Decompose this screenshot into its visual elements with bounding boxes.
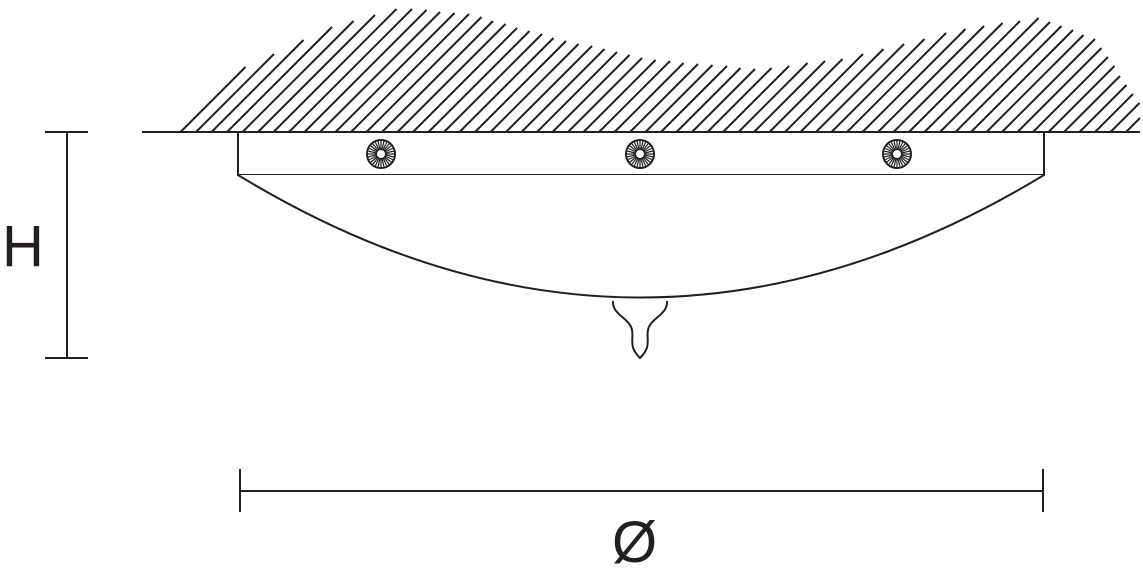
hatch-stroke [629,63,699,133]
hatch-stroke [582,59,657,133]
screw-icon [625,139,655,169]
hatch-stroke [970,29,1074,133]
hatch-stroke [815,43,905,133]
hatch-stroke [536,51,618,133]
hatch-stroke [257,14,376,133]
bowl-shade [237,174,1045,299]
hatch-stroke [1032,56,1109,133]
hatch-stroke [877,25,985,133]
ceiling-hatching [179,8,1141,133]
hatch-stroke [303,9,428,133]
hatch-stroke [830,38,926,133]
hatch-stroke [443,33,543,133]
hatch-stroke [551,54,631,133]
hatch-stroke [427,30,531,133]
hatch-stroke [520,48,606,133]
hatch-stroke [179,66,247,133]
hatch-stroke [396,23,507,133]
hatch-stroke [210,39,305,133]
diameter-label: Ø [612,510,658,575]
height-dimension [45,131,88,359]
hatch-stroke [753,60,826,133]
hatch-stroke [644,64,714,133]
hatch-stroke [675,67,742,133]
hatch-stroke [1094,93,1134,133]
hatch-stroke [706,67,773,133]
hatch-stroke [381,20,494,133]
hatch-stroke [799,48,885,133]
hatch-stroke [660,65,728,133]
hatch-stroke [613,62,685,133]
hatch-stroke [458,37,555,133]
hatch-stroke [1078,84,1128,133]
hatch-stroke [846,32,947,133]
hatch-stroke [1063,75,1121,133]
diameter-dimension [239,469,1044,512]
hatch-stroke [1047,65,1116,133]
hatch-stroke [474,40,567,133]
screw-icon [882,139,912,169]
height-label: H [2,214,44,279]
screw-group [366,139,912,169]
hatch-stroke [1001,38,1096,133]
hatch-stroke [908,20,1021,133]
hatch-stroke [598,60,671,133]
hatch-stroke [784,53,864,133]
hatch-stroke [412,27,518,133]
hatch-stroke [567,57,643,133]
hatch-stroke [288,8,413,133]
hatch-stroke [1109,102,1141,133]
drop-finial [611,300,669,360]
hatch-stroke [954,25,1063,133]
hatch-stroke [923,17,1040,133]
hatch-stroke [226,26,333,133]
hatch-stroke [892,22,1004,133]
hatch-stroke [768,58,844,133]
hatch-stroke [195,53,275,133]
hatch-stroke [350,13,470,133]
hatch-stroke [365,16,483,133]
hatch-stroke [489,43,580,133]
hatch-stroke [691,68,756,133]
hatch-stroke [861,28,967,133]
hatch-stroke [737,62,809,133]
hatch-stroke [985,34,1085,133]
hatch-stroke [505,45,593,133]
hatch-stroke [241,20,355,133]
hatch-stroke [1125,117,1141,133]
hatch-stroke [1016,47,1103,133]
hatch-stroke [319,11,441,133]
hatch-stroke [722,65,790,133]
screw-icon [366,139,396,169]
hatch-stroke [334,12,456,133]
hatch-stroke [272,8,398,133]
hatch-stroke [939,21,1051,133]
